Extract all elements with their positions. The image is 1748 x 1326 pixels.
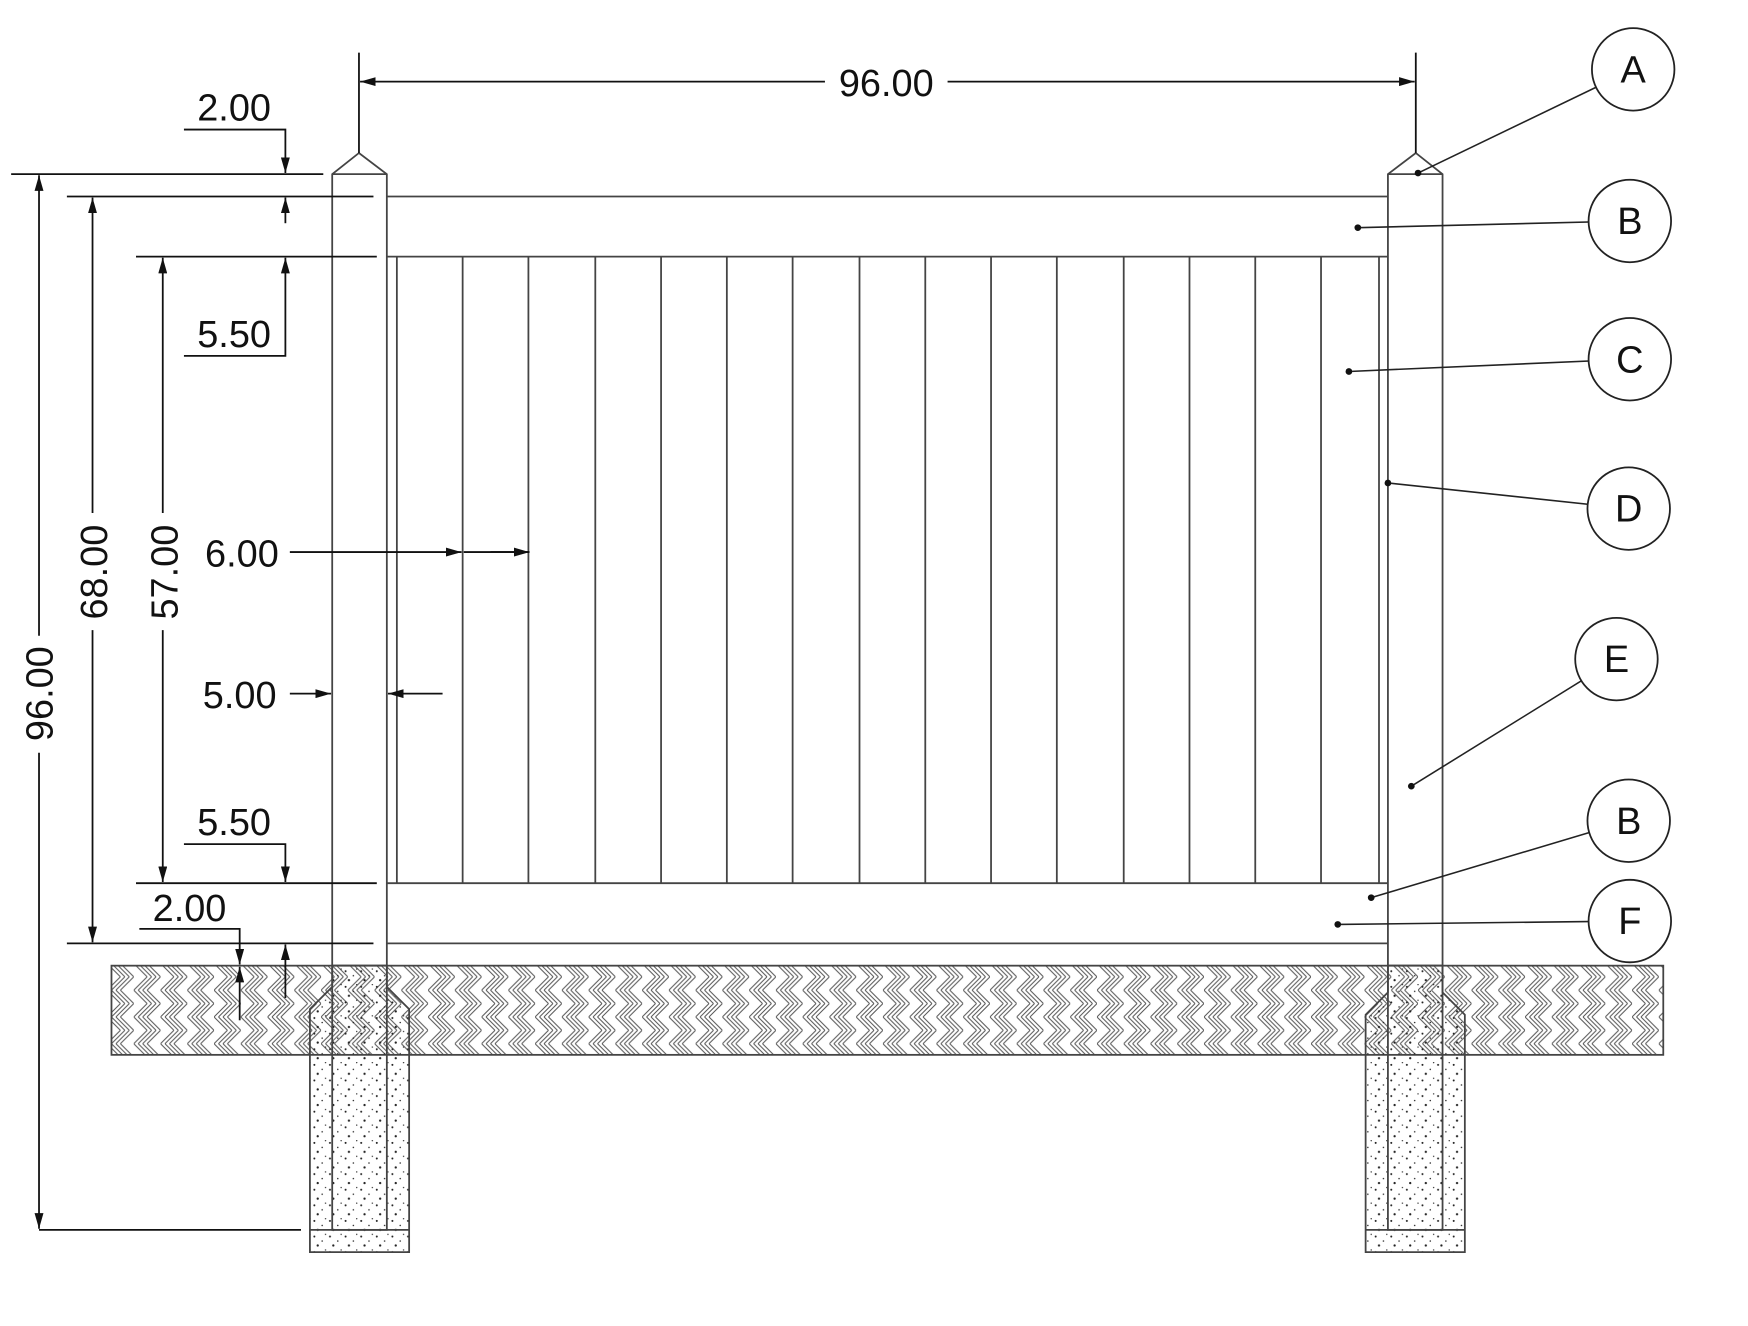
callout-c: C	[1345, 317, 1672, 402]
callout-bubble	[1587, 317, 1672, 402]
callout-bubble	[1587, 178, 1672, 264]
dimension-ground-clearance: 2.00	[139, 888, 245, 1021]
callout-bubble	[1587, 878, 1672, 964]
top-rail	[386, 195, 1388, 258]
callout-a: A	[1414, 27, 1676, 177]
callout-f: F	[1334, 878, 1672, 964]
dimension-post-width: 5.00	[203, 675, 443, 717]
leader-line	[1370, 819, 1629, 899]
dimension-picket-width: 6.00	[205, 534, 530, 576]
footing-right	[1364, 964, 1466, 1254]
dimension-label: 5.50	[197, 314, 271, 356]
leader-dot	[1407, 782, 1415, 790]
callout-bubble	[1586, 778, 1671, 863]
footing-left	[309, 964, 411, 1254]
dimension-label: 2.00	[197, 88, 271, 130]
dimension-label: 5.50	[197, 802, 271, 844]
callout-label: E	[1604, 639, 1629, 681]
dimension-label: 96.00	[839, 63, 934, 105]
dimension-label: 5.00	[203, 675, 277, 717]
dimension-post-spacing: 96.00	[358, 52, 1417, 153]
callout-e: E	[1407, 616, 1659, 790]
callout-label: A	[1621, 49, 1647, 91]
dimension-label: 6.00	[205, 534, 279, 576]
leader-dot	[1334, 921, 1342, 928]
callout-bubble	[1591, 27, 1676, 112]
callout-label: B	[1617, 201, 1642, 243]
dimension-label: 96.00	[19, 646, 61, 741]
dimension-picket-height: 57.00	[136, 255, 377, 885]
leader-line	[1357, 220, 1630, 229]
dimension-overall-height: 96.00	[11, 173, 324, 1231]
dimension-label: 2.00	[153, 888, 227, 930]
dimension-top-rail: 5.50	[183, 197, 290, 357]
post-right	[1387, 151, 1444, 966]
pickets	[395, 256, 1380, 884]
callouts: A B C D E B F	[1334, 27, 1676, 964]
dimension-bottom-rail: 5.50	[183, 802, 290, 998]
leader-line	[1348, 358, 1630, 373]
callout-d: D	[1384, 466, 1671, 551]
dimension-post-top-offset: 2.00	[183, 88, 290, 174]
post-left	[331, 151, 388, 966]
leader-dot	[1384, 479, 1392, 487]
leader-dot	[1345, 368, 1353, 375]
leader-dot	[1414, 169, 1422, 177]
leader-dot	[1367, 894, 1375, 902]
leader-line	[1337, 920, 1630, 926]
bottom-rail	[386, 882, 1388, 945]
dimension-label: 57.00	[144, 525, 186, 620]
callout-b: B	[1367, 778, 1671, 902]
callout-label: B	[1616, 801, 1641, 843]
callout-label: D	[1615, 489, 1642, 531]
callout-b: B	[1354, 178, 1672, 264]
callout-bubble	[1586, 466, 1671, 551]
callout-label: F	[1618, 901, 1641, 943]
callout-bubble	[1574, 616, 1659, 702]
dimension-panel-height: 68.00	[66, 195, 374, 945]
leader-dot	[1354, 224, 1362, 232]
dimension-label: 68.00	[74, 525, 116, 620]
callout-label: C	[1616, 339, 1643, 381]
